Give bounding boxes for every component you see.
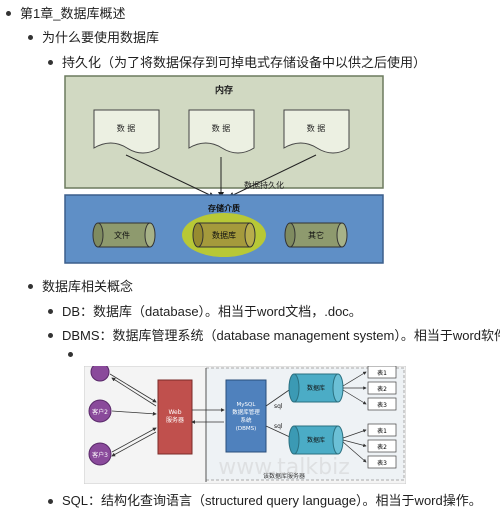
svg-text:表3: 表3 — [377, 459, 387, 467]
bullet-why — [28, 35, 33, 40]
table-3b: 表3 — [367, 455, 397, 469]
persist-label: 数据持久化 — [244, 180, 284, 190]
client-2: 客户2 — [88, 399, 112, 423]
db-definition: DB：数据库（database）。相当于word文档，.doc。 — [62, 304, 362, 319]
svg-text:表1: 表1 — [377, 369, 387, 377]
svg-text:MySQL: MySQL — [237, 402, 257, 408]
concepts-heading: 数据库相关概念 — [42, 279, 134, 294]
svg-text:表1: 表1 — [377, 427, 387, 435]
client-1 — [90, 366, 110, 382]
memory-label: 内存 — [215, 84, 233, 96]
table-1a: 表1 — [367, 366, 397, 379]
svg-text:客户3: 客户3 — [92, 451, 108, 459]
svg-text:数 据: 数 据 — [117, 123, 136, 133]
sql-label-2: sql — [274, 423, 283, 430]
database-1: 数据库 — [288, 373, 344, 403]
storage-label: 存储介质 — [207, 203, 240, 213]
svg-text:数据库: 数据库 — [307, 384, 325, 392]
svg-text:服务器: 服务器 — [166, 416, 184, 424]
bullet-sql — [48, 499, 53, 504]
table-2a: 表2 — [367, 381, 397, 395]
arrow-3 — [228, 154, 317, 198]
table-2b: 表2 — [367, 439, 397, 453]
svg-text:数 据: 数 据 — [307, 123, 326, 133]
chapter-heading: 第1章_数据库概述 — [20, 6, 126, 21]
svg-text:其它: 其它 — [308, 230, 324, 240]
svg-text:客户2: 客户2 — [92, 408, 108, 416]
svg-text:数 据: 数 据 — [212, 123, 231, 133]
svg-text:数据库管理: 数据库管理 — [232, 408, 260, 416]
table-3a: 表3 — [367, 397, 397, 411]
cylinder-other: 其它 — [284, 222, 348, 248]
bullet-dbms — [48, 333, 53, 338]
svg-text:(DBMS): (DBMS) — [236, 426, 257, 432]
cylinder-file: 文件 — [92, 222, 156, 248]
persistence-text: 持久化（为了将数据保存到可掉电式存储设备中以供之后使用） — [62, 55, 427, 70]
svg-text:Web: Web — [168, 409, 181, 416]
svg-text:表2: 表2 — [377, 443, 387, 451]
cylinder-database: 数据库 — [192, 222, 256, 248]
server-caption: 该数据库服务器 — [263, 472, 305, 480]
persistence-diagram: 内存 数 据 数 据 数 据 数据持久化 存储介质 文件 数据库 其它 — [64, 75, 384, 264]
bullet-db — [48, 309, 53, 314]
svg-text:表3: 表3 — [377, 401, 387, 409]
table-1b: 表1 — [367, 423, 397, 437]
database-2: 数据库 — [288, 425, 344, 455]
dbms-definition: DBMS：数据库管理系统（database management system）… — [62, 328, 500, 343]
bullet-persistence — [48, 60, 53, 65]
web-server: Web 服务器 — [157, 379, 193, 455]
watermark: www.talkbiz — [218, 455, 350, 480]
bullet-chapter — [6, 11, 11, 16]
bullet-concepts — [28, 284, 33, 289]
svg-text:系统: 系统 — [240, 416, 252, 424]
data-document-1: 数 据 — [93, 109, 160, 154]
client-3: 客户3 — [88, 442, 112, 466]
bullet-image — [68, 352, 73, 357]
svg-text:文件: 文件 — [114, 230, 130, 240]
svg-text:表2: 表2 — [377, 385, 387, 393]
sql-label-1: sql — [274, 403, 283, 410]
svg-text:数据库: 数据库 — [212, 230, 236, 240]
arrow-1 — [125, 154, 215, 198]
data-document-3: 数 据 — [283, 109, 350, 154]
svg-text:数据库: 数据库 — [307, 436, 325, 444]
dbms-architecture-diagram: 客户2 客户3 Web 服务器 MySQL 数据库管理 系统 (DBMS) sq… — [84, 366, 406, 484]
data-document-2: 数 据 — [188, 109, 255, 154]
dbms-box: MySQL 数据库管理 系统 (DBMS) — [225, 379, 267, 453]
sql-definition: SQL：结构化查询语言（structured query language）。相… — [62, 493, 482, 508]
why-database-heading: 为什么要使用数据库 — [42, 30, 160, 45]
